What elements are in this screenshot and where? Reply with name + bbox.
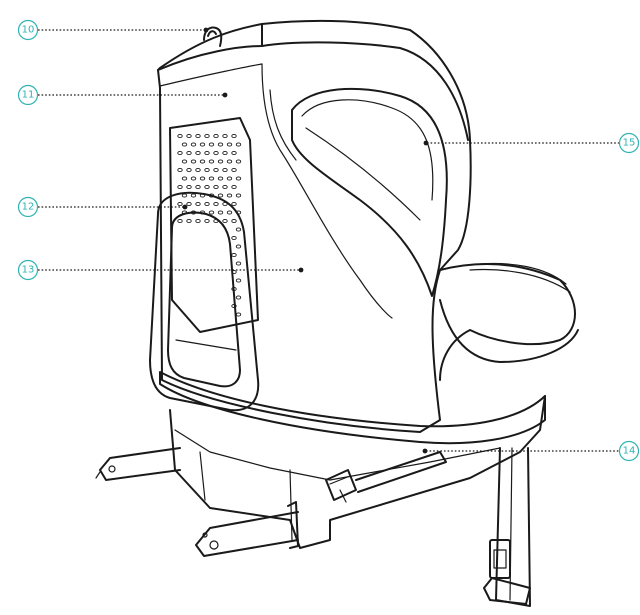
adjuster-lever bbox=[203, 26, 223, 47]
callout-leaders bbox=[38, 27, 620, 454]
callout-number-10: 10 bbox=[22, 25, 35, 36]
callout-badge-10: 10 bbox=[17, 19, 39, 41]
isofix-arm-front bbox=[195, 501, 299, 557]
callout-badge-12: 12 bbox=[17, 196, 39, 218]
callout-number-14: 14 bbox=[623, 446, 636, 457]
callout-number-15: 15 bbox=[623, 138, 636, 149]
carry-handle bbox=[149, 191, 260, 412]
callout-number-11: 11 bbox=[22, 90, 35, 101]
ventilation-mesh bbox=[169, 117, 259, 333]
side-impact-wing bbox=[291, 87, 448, 297]
support-leg bbox=[483, 447, 531, 607]
leg-foot bbox=[483, 577, 531, 605]
isofix-release-button bbox=[325, 469, 357, 503]
callout-badge-15: 15 bbox=[618, 132, 640, 154]
callout-badge-11: 11 bbox=[17, 84, 39, 106]
callout-number-12: 12 bbox=[22, 202, 35, 213]
callout-badge-13: 13 bbox=[17, 259, 39, 281]
seat-cushion bbox=[439, 262, 579, 381]
seat-shell bbox=[157, 19, 472, 433]
isofix-arm-rear bbox=[95, 447, 181, 481]
leg-indicator-window bbox=[489, 539, 511, 579]
seat-base bbox=[159, 371, 546, 549]
callout-badge-14: 14 bbox=[618, 440, 640, 462]
callout-number-13: 13 bbox=[22, 265, 35, 276]
